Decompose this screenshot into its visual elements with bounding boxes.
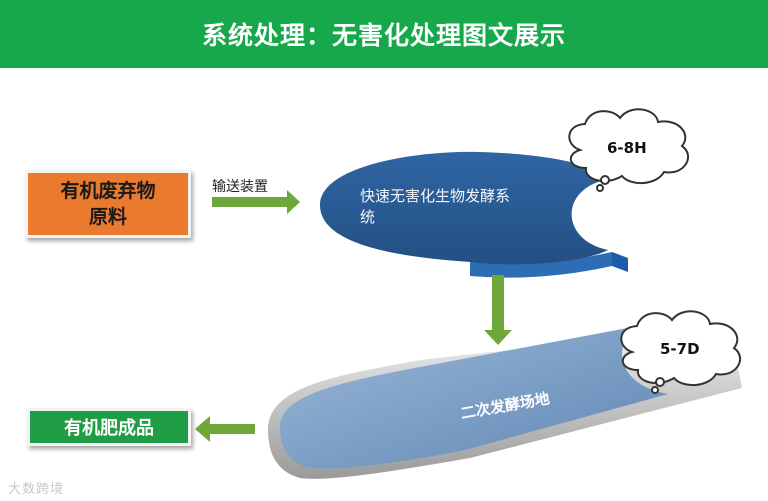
- product-label: 有机肥成品: [64, 418, 154, 439]
- raw-material-box: 有机废弃物 原料: [25, 170, 191, 238]
- watermark: 大数跨境: [8, 482, 65, 497]
- fast-system-disc: [320, 151, 628, 278]
- conveyor-arrow: [212, 190, 300, 214]
- second-time-label: 5-7D: [660, 340, 700, 358]
- product-box: 有机肥成品: [27, 408, 191, 446]
- down-arrow: [484, 275, 512, 345]
- conveyor-label: 输送装置: [212, 179, 268, 195]
- fast-system-label: 快速无害化生物发酵系 统: [360, 187, 511, 226]
- cloud-6-8h: [568, 108, 689, 192]
- output-arrow: [195, 416, 255, 442]
- title-bar: 系统处理：无害化处理图文展示: [0, 0, 768, 68]
- cloud-5-7d: [620, 310, 741, 394]
- raw-material-label: 有机废弃物 原料: [60, 180, 156, 228]
- page-title: 系统处理：无害化处理图文展示: [201, 21, 566, 50]
- fast-time-label: 6-8H: [607, 139, 647, 157]
